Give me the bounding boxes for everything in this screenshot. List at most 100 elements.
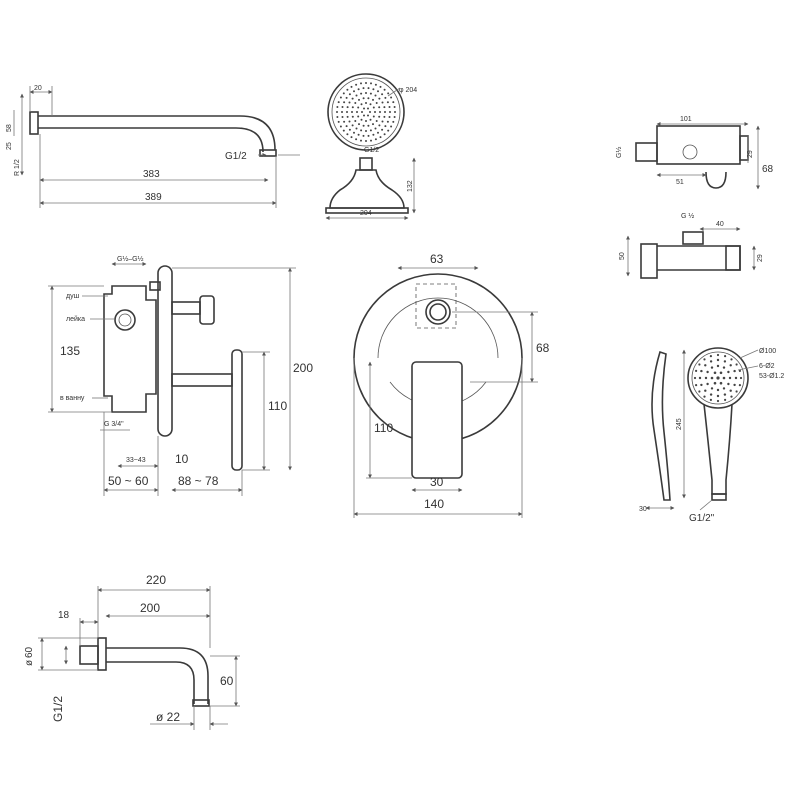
nozzle-dot (700, 369, 703, 373)
nozzle-dot (357, 106, 360, 109)
nozzle-dot (342, 129, 345, 132)
spout-inlet (79, 645, 99, 665)
nozzle-dot (384, 96, 387, 99)
holder-cup (725, 245, 741, 271)
mixer-dim-110: 110 (268, 399, 287, 413)
arm-dim-58: 58 (6, 124, 13, 132)
nozzle-dot (710, 366, 714, 369)
holder-dim-g: G ½ (681, 212, 694, 220)
head-inner-circle (331, 77, 401, 147)
nozzle-dot (695, 369, 698, 372)
front-dim-110: 110 (374, 421, 393, 435)
mixer-lever-stem (171, 373, 233, 387)
nozzle-dot (337, 101, 340, 104)
nozzle-dot (378, 97, 381, 100)
holder-body (657, 245, 741, 271)
nozzle-dot (341, 116, 344, 118)
nozzle-dot (383, 88, 386, 91)
nozzle-dot (384, 125, 387, 128)
nozzle-dot (351, 115, 354, 118)
nozzle-dot (379, 136, 382, 139)
arm-dim-g12: G1/2 (225, 151, 247, 162)
nozzle-dot (739, 376, 743, 380)
mixer-dim-200: 200 (293, 361, 313, 375)
nozzle-dot (353, 131, 355, 134)
nozzle-dot (386, 101, 389, 104)
nozzle-dot (343, 120, 346, 123)
nozzle-dot (709, 360, 713, 363)
hand-dim-d100: Ø100 (759, 348, 776, 355)
head-bell (329, 169, 405, 209)
mixer-dim-50-60: 50 ~ 60 (108, 474, 149, 488)
nozzle-dot (348, 128, 351, 131)
nozzle-dot (698, 376, 702, 380)
nozzle-dot (724, 355, 727, 358)
mixer-dim-33-43: 33~43 (126, 457, 146, 464)
nozzle-dot (346, 115, 349, 118)
holder-dim-40: 40 (716, 221, 724, 228)
head-dim-height: 132 (407, 180, 414, 192)
hand-shower-view: Ø100 6-Ø2 53-Ø1.2 245 30 G1/2" (639, 347, 784, 524)
head-dim-width: 204 (360, 210, 372, 217)
nozzle-dot (354, 120, 357, 122)
holder-base (640, 243, 658, 279)
connector-body (656, 125, 741, 165)
nozzle-dot (716, 364, 720, 368)
nozzle-dot (704, 376, 708, 380)
nozzle-dot (355, 94, 358, 97)
holder-dim-50: 50 (619, 252, 626, 260)
nozzle-dot (362, 124, 365, 127)
nozzle-dot (379, 111, 381, 113)
nozzle-dot (738, 369, 742, 372)
hand-head-inner (691, 351, 745, 405)
nozzle-dot (703, 395, 706, 398)
front-diverter-outer (425, 299, 451, 325)
nozzle-dot (372, 98, 374, 101)
connector-dim-101: 101 (680, 116, 692, 123)
connector-dim-g: G½ (615, 147, 623, 158)
nozzle-dot (370, 139, 372, 142)
nozzle-dot (374, 138, 377, 141)
spout-dim-200: 200 (140, 601, 160, 615)
nozzle-dot (336, 106, 339, 108)
nozzle-dot (375, 120, 378, 122)
nozzle-dot (716, 353, 720, 357)
nozzle-dot (367, 87, 370, 90)
arm-pipe-top (38, 115, 276, 151)
mixer-side-view: душ лейка в ванну G½–G½ 135 G 3/4" 33~43… (48, 255, 313, 496)
nozzle-dot (346, 133, 349, 136)
nozzle-dot (360, 103, 363, 106)
hand-connector (711, 493, 727, 501)
front-lever (411, 361, 463, 479)
nozzle-dot (360, 139, 362, 142)
nozzle-dot (365, 130, 367, 132)
arm-outlet (259, 149, 277, 157)
nozzle-dot (378, 106, 381, 109)
nozzle-dot (345, 96, 348, 99)
nozzle-dot (728, 376, 732, 380)
nozzle-dot (393, 116, 396, 118)
nozzle-dot (370, 82, 372, 85)
nozzle-dot (357, 133, 360, 136)
nozzle-dot (706, 370, 709, 374)
nozzle-dot (365, 140, 367, 142)
front-dim-140: 140 (424, 497, 444, 511)
nozzle-dot (362, 97, 365, 100)
nozzle-dot (716, 388, 720, 392)
nozzle-dot (348, 120, 351, 123)
connector-dim-68: 68 (762, 164, 774, 175)
nozzle-dot (735, 363, 738, 366)
nozzle-dot (733, 369, 736, 373)
nozzle-dot (693, 376, 697, 380)
nozzle-dot (356, 111, 358, 113)
nozzle-dot (727, 382, 730, 386)
nozzle-dot (361, 111, 363, 113)
nozzle-dot (381, 120, 384, 123)
nozzle-dot (716, 399, 720, 403)
nozzle-dot (733, 383, 736, 387)
nozzle-dot (367, 107, 369, 110)
nozzle-dot (354, 102, 357, 104)
nozzle-dot (710, 376, 714, 380)
mixer-cover-plate (157, 265, 173, 437)
